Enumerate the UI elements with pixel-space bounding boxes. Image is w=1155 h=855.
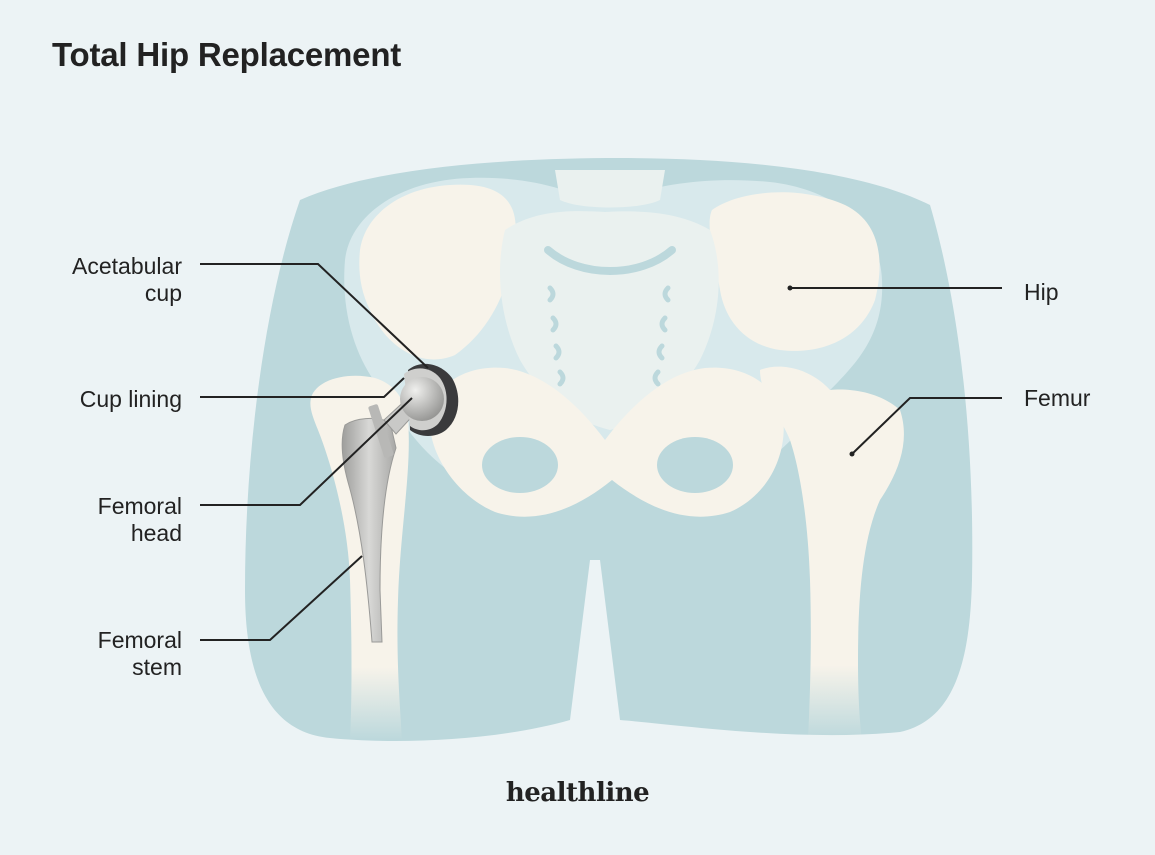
- label-femoral-head-line1: Femoral: [97, 493, 182, 519]
- right-femur: [760, 366, 904, 740]
- sacrum-arc: [544, 246, 676, 275]
- leader-femur: [851, 397, 1002, 455]
- leader-cup-lining: [200, 377, 405, 398]
- leader-acetabular-cup: [200, 263, 429, 369]
- label-femoral-head: Femoral head: [40, 493, 182, 547]
- sacral-foramina: [547, 285, 671, 387]
- label-femoral-stem-line2: stem: [132, 654, 182, 680]
- leader-hip-dot: [787, 285, 793, 291]
- leader-femoral-head: [200, 397, 413, 506]
- label-femoral-stem-line1: Femoral: [97, 627, 182, 653]
- leader-femur-dot: [849, 451, 855, 457]
- lumbar-vertebra: [555, 170, 665, 208]
- sacrum: [500, 211, 719, 430]
- femoral-head-implant: [400, 377, 444, 421]
- leader-lines: [200, 263, 1002, 641]
- left-iliac-wing: [359, 184, 516, 360]
- right-obturator: [657, 437, 733, 493]
- brand-logo: healthline: [505, 778, 650, 808]
- leader-femoral-stem: [200, 555, 363, 641]
- label-cup-lining: Cup lining: [79, 386, 182, 412]
- label-femoral-head-line2: head: [130, 520, 182, 546]
- right-iliac-wing: [709, 192, 880, 351]
- label-acetabular-cup-line1: Acetabular: [72, 253, 182, 279]
- left-obturator: [482, 437, 558, 493]
- label-femoral-stem: Femoral stem: [40, 627, 182, 681]
- label-hip: Hip: [1024, 279, 1059, 305]
- label-femur: Femur: [1024, 385, 1091, 411]
- label-acetabular-cup-line2: cup: [144, 280, 182, 306]
- stem-collar: [368, 404, 394, 458]
- label-acetabular-cup: Acetabular cup: [40, 253, 182, 307]
- page-title: Total Hip Replacement: [52, 36, 402, 73]
